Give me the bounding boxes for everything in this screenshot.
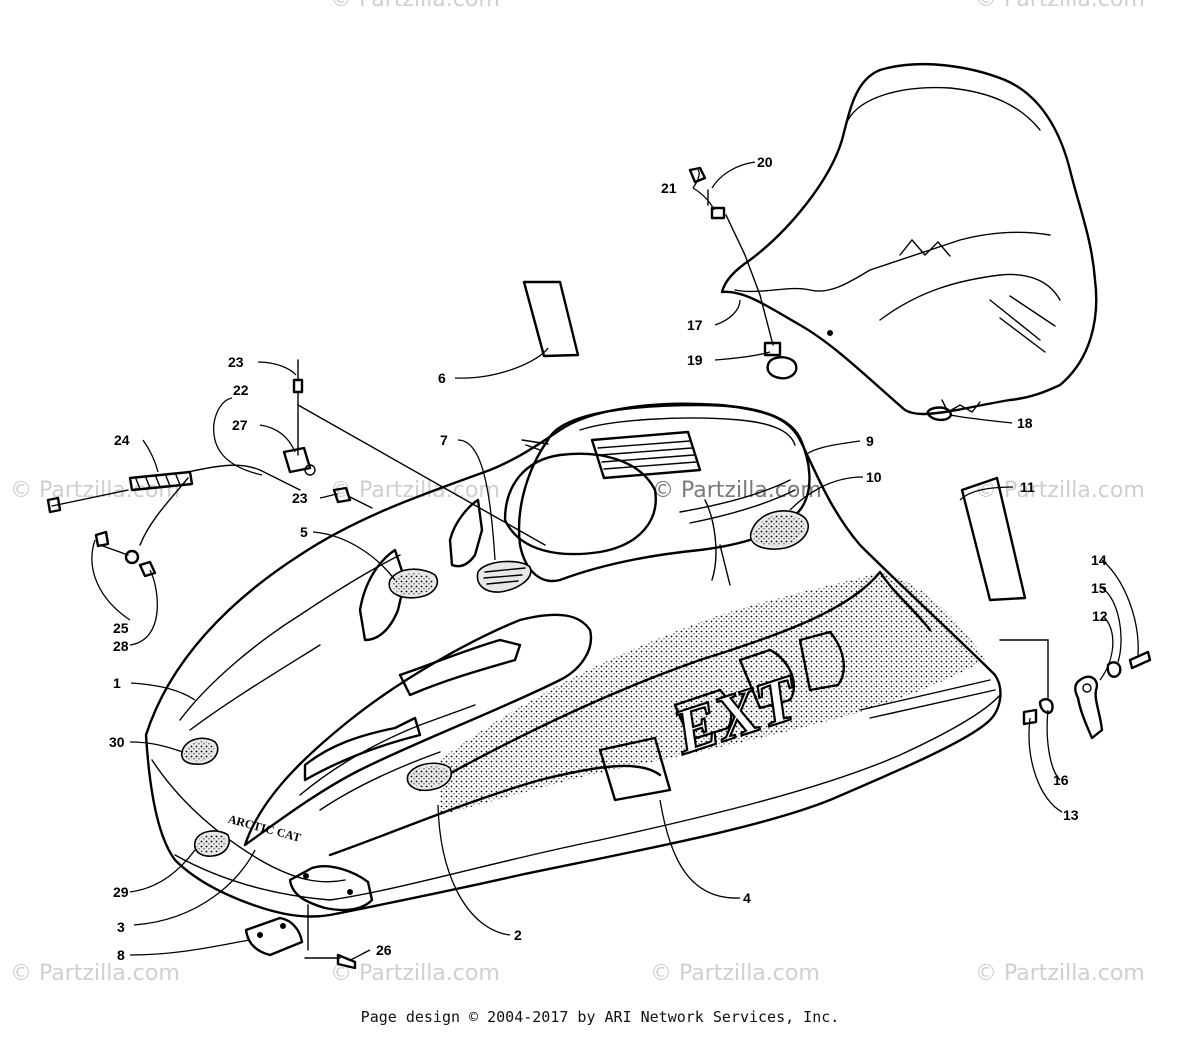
watermark-text: © Partzilla.com [975, 961, 1145, 986]
callout-19: 19 [687, 352, 703, 368]
callout-12: 12 [1092, 608, 1108, 624]
callout-26: 26 [376, 942, 392, 958]
callout-24: 24 [114, 432, 130, 448]
callout-21: 21 [661, 180, 677, 196]
callout-20: 20 [757, 154, 773, 170]
callout-2: 2 [514, 927, 522, 943]
watermark-text: © Partzilla.com [10, 478, 180, 503]
callout-9: 9 [866, 433, 874, 449]
callout-23b: 23 [292, 490, 308, 506]
hood-cable-assembly [46, 359, 546, 578]
watermark-text: © Partzilla.com [330, 961, 500, 986]
callout-1: 1 [113, 675, 121, 691]
callout-29: 29 [113, 884, 129, 900]
mount-plates [244, 865, 374, 970]
callout-22: 22 [233, 382, 249, 398]
callout-5: 5 [300, 524, 308, 540]
callout-14: 14 [1091, 552, 1107, 568]
hood: EXT ARCTIC CAT [144, 402, 1002, 918]
callout-13: 13 [1063, 807, 1079, 823]
decal-6 [522, 280, 580, 358]
watermark-text: © Partzilla.com [975, 0, 1145, 12]
callout-7: 7 [440, 432, 448, 448]
watermark-text: © Partzilla.com [330, 0, 500, 12]
callout-23: 23 [228, 354, 244, 370]
callout-17: 17 [687, 317, 703, 333]
emblems [180, 510, 809, 857]
callout-10: 10 [866, 469, 882, 485]
leader-lines [91, 161, 1139, 961]
callout-11: 11 [1020, 479, 1035, 495]
callout-6: 6 [438, 370, 446, 386]
callout-8: 8 [117, 947, 125, 963]
callout-3: 3 [117, 919, 125, 935]
watermark-layer: © Partzilla.com © Partzilla.com © Partzi… [10, 0, 1145, 986]
windshield-hardware [688, 166, 952, 422]
callout-16: 16 [1053, 772, 1069, 788]
watermark-text: © Partzilla.com [650, 961, 820, 986]
watermark-text: © Partzilla.com [10, 961, 180, 986]
callout-labels: 1 2 3 4 5 6 7 8 9 10 11 12 13 14 15 16 1… [109, 154, 1108, 963]
arctic-cat-logo: ARCTIC CAT [227, 812, 303, 845]
decal-11 [960, 476, 1027, 602]
callout-30: 30 [109, 734, 125, 750]
windshield [720, 62, 1098, 416]
callout-18: 18 [1017, 415, 1033, 431]
callout-25: 25 [113, 620, 129, 636]
callout-27: 27 [232, 417, 248, 433]
page-footer: Page design © 2004-2017 by ARI Network S… [360, 1008, 840, 1026]
callout-4: 4 [743, 890, 751, 906]
callout-28: 28 [113, 638, 129, 654]
callout-15: 15 [1091, 580, 1107, 596]
watermark-text: © Partzilla.com [975, 478, 1145, 503]
hinge-assembly [999, 639, 1152, 740]
